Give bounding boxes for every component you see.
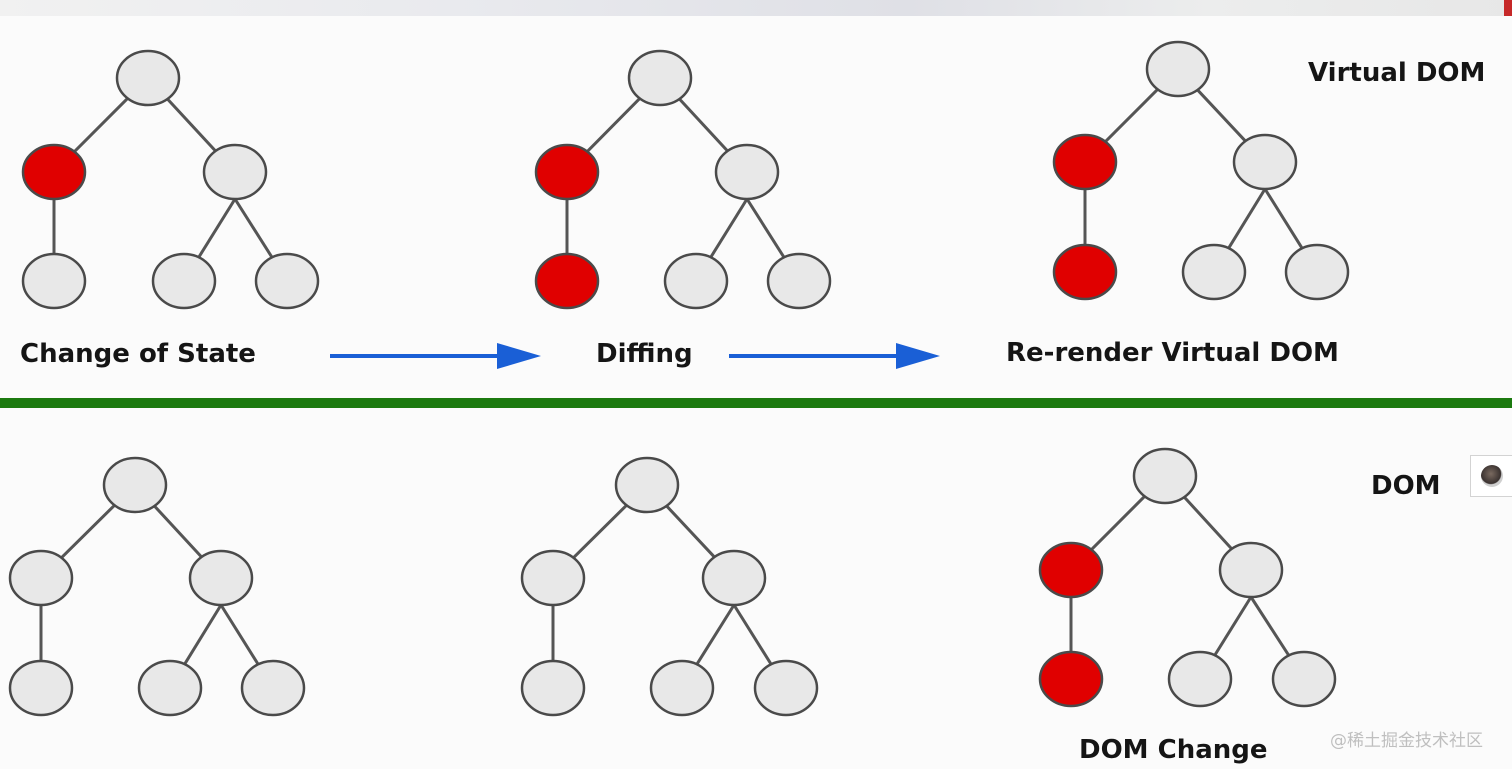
tree-dom-2-edge-root-left	[572, 504, 628, 559]
tree-dom-1-node-left	[8, 549, 74, 607]
divider-line	[0, 398, 1512, 408]
tree-diffing-edge-root-right	[678, 98, 729, 152]
tree-rerender-edge-root-right	[1196, 88, 1247, 143]
tree-dom-2-node-right-right	[753, 659, 819, 717]
tree-diffing-node-root	[627, 49, 693, 107]
presenter-avatar[interactable]	[1470, 455, 1512, 497]
tree-dom-2-node-right	[701, 549, 767, 607]
tree-dom-change-node-right	[1218, 541, 1284, 599]
tree-dom-1-edge-root-right	[153, 505, 203, 558]
tree-dom-change-node-root	[1132, 447, 1198, 505]
avatar-icon	[1481, 465, 1503, 487]
tree-dom-2-edge-right-rl	[695, 604, 736, 666]
tree-rerender-edge-right-rl	[1227, 188, 1267, 249]
tree-change-of-state-node-right-left	[151, 252, 217, 310]
tree-dom-change-node-left-child	[1038, 650, 1104, 708]
tree-diffing-node-right-left	[663, 252, 729, 310]
tree-dom-1-node-right-left	[137, 659, 203, 717]
rerender-label: Re-render Virtual DOM	[1006, 338, 1339, 368]
diffing-label: Diffing	[596, 339, 693, 369]
tree-dom-1-edge-right-rl	[183, 604, 223, 665]
tree-rerender-node-right-left	[1181, 243, 1247, 301]
tree-dom-2-node-root	[614, 456, 680, 514]
tree-dom-change-node-right-left	[1167, 650, 1233, 708]
watermark: @稀土掘金技术社区	[1330, 731, 1483, 751]
tree-change-of-state-node-right	[202, 143, 268, 201]
tree-dom-change-edge-root-right	[1183, 496, 1233, 550]
tree-change-of-state-node-left-child	[21, 252, 87, 310]
tree-rerender-node-left	[1052, 133, 1118, 191]
tree-diffing-node-left	[534, 143, 600, 201]
tree-rerender-node-right-right	[1284, 243, 1350, 301]
tree-dom-1-node-root	[102, 456, 168, 514]
change-of-state-label: Change of State	[20, 339, 256, 369]
tree-dom-change-edge-right-rr	[1249, 596, 1291, 657]
top-strip	[0, 0, 1512, 16]
tree-dom-2-node-left-child	[520, 659, 586, 717]
tree-change-of-state-edge-root-left	[73, 97, 129, 153]
tree-dom-change-edge-right-rl	[1213, 596, 1253, 657]
tree-dom-2-edge-right-rr	[732, 604, 773, 666]
dom-change-label: DOM Change	[1079, 735, 1268, 765]
dom-title: DOM	[1371, 471, 1441, 501]
tree-edges	[39, 88, 1304, 666]
tree-diffing-node-right-right	[766, 252, 832, 310]
arrow-to-diffing	[330, 343, 541, 369]
virtual-dom-title: Virtual DOM	[1308, 58, 1486, 88]
top-strip-marker	[1504, 0, 1512, 16]
tree-change-of-state-node-left	[21, 143, 87, 201]
tree-dom-2-edge-root-right	[665, 504, 716, 559]
tree-dom-change-node-right-right	[1271, 650, 1337, 708]
tree-dom-1-edge-root-left	[60, 504, 116, 559]
tree-dom-1-node-left-child	[8, 659, 74, 717]
tree-diffing-edge-root-left	[586, 97, 641, 153]
tree-rerender-edge-root-left	[1104, 88, 1159, 143]
tree-nodes	[8, 40, 1350, 717]
tree-rerender-node-root	[1145, 40, 1211, 98]
flow-arrows	[330, 343, 940, 369]
tree-diffing-edge-right-rl	[709, 198, 749, 259]
tree-rerender-node-left-child	[1052, 243, 1118, 301]
tree-dom-2-node-right-left	[649, 659, 715, 717]
tree-diffing-edge-right-rr	[745, 198, 786, 259]
tree-rerender-edge-right-rr	[1263, 188, 1304, 250]
tree-rerender-node-right	[1232, 133, 1298, 191]
tree-dom-change-edge-root-left	[1090, 495, 1146, 551]
tree-dom-2-node-left	[520, 549, 586, 607]
tree-diffing-node-left-child	[534, 252, 600, 310]
tree-dom-1-edge-right-rr	[219, 604, 260, 666]
tree-change-of-state-edge-right-rr	[233, 198, 274, 259]
tree-dom-1-node-right-right	[240, 659, 306, 717]
tree-change-of-state-node-right-right	[254, 252, 320, 310]
tree-diffing-node-right	[714, 143, 780, 201]
tree-change-of-state-edge-root-right	[166, 98, 217, 152]
tree-change-of-state-node-root	[115, 49, 181, 107]
tree-dom-1-node-right	[188, 549, 254, 607]
tree-change-of-state-edge-right-rl	[197, 198, 237, 259]
tree-dom-change-node-left	[1038, 541, 1104, 599]
arrow-to-rerender	[729, 343, 940, 369]
